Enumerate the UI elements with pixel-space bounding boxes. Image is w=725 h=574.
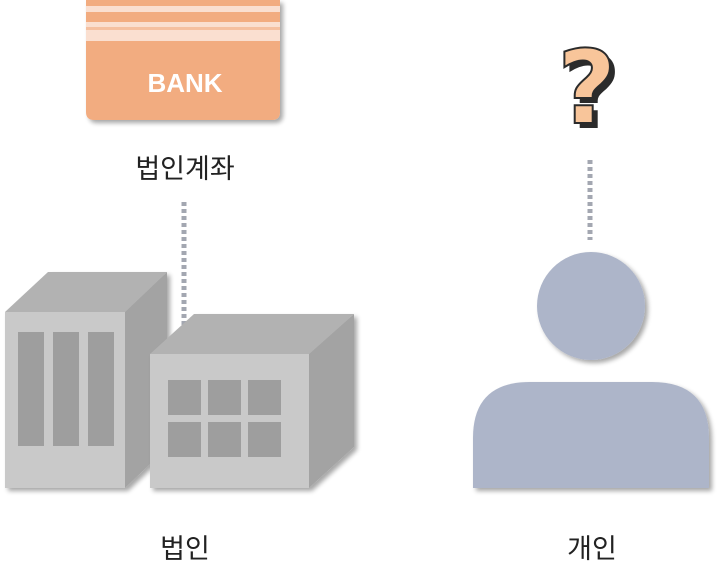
individual-label: 개인 <box>567 534 617 565</box>
person-icon <box>473 252 709 488</box>
corporation-label: 법인 <box>160 534 210 565</box>
short-building-icon <box>150 314 354 488</box>
corporate-account-label: 법인계좌 <box>135 154 235 185</box>
svg-text:?: ? <box>562 34 621 153</box>
bank-card-icon: BANK <box>86 0 280 120</box>
question-mark-icon: ? ? <box>556 28 621 153</box>
tall-building-icon <box>5 272 167 488</box>
svg-text:?: ? <box>557 29 616 148</box>
bank-card-text: BANK <box>147 68 222 98</box>
